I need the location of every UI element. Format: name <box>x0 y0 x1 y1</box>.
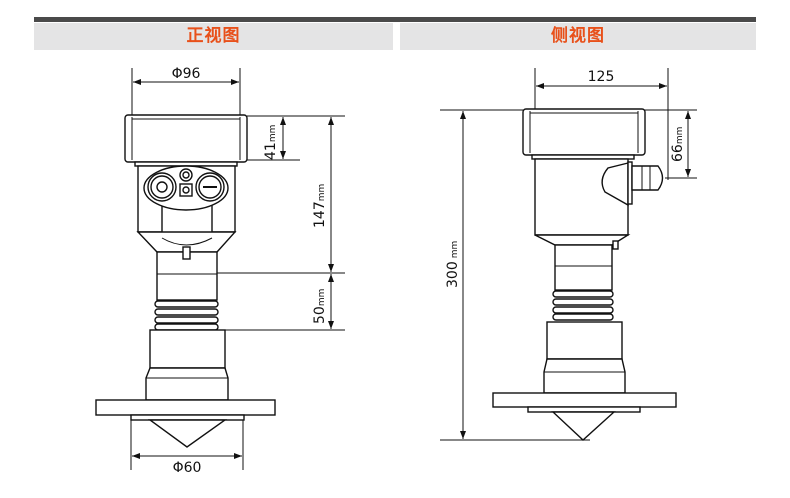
side-view: 125 300mm 66mm <box>440 68 697 441</box>
front-bottom-diameter: Φ60 <box>173 460 202 476</box>
body-height-label: 147mm <box>312 184 328 228</box>
gland-height-label: 66mm <box>670 127 686 162</box>
front-top-diameter: Φ96 <box>172 66 201 82</box>
side-width-label: 125 <box>588 69 615 85</box>
neck-height-label: 50mm <box>312 289 328 324</box>
side-view-title: 侧视图 <box>400 23 756 50</box>
total-height-label: 300mm <box>445 241 461 288</box>
header-divider <box>34 17 756 22</box>
front-view-title: 正视图 <box>34 23 393 50</box>
front-view: Φ96 Φ60 <box>95 66 345 476</box>
cap-height-label: 41mm <box>263 125 279 160</box>
